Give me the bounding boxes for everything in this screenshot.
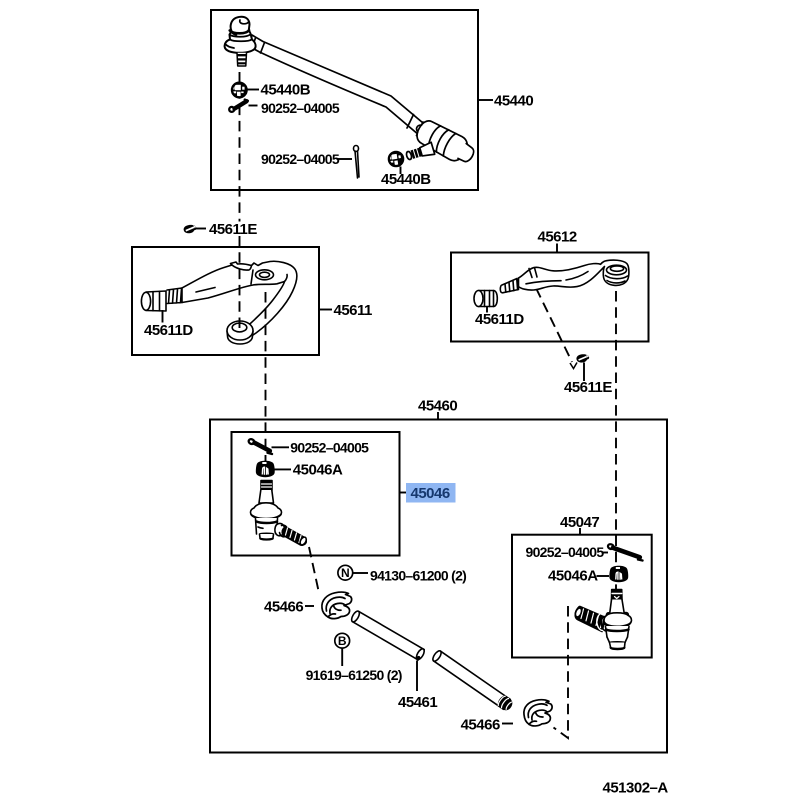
svg-text:90252–04005: 90252–04005 — [526, 544, 605, 560]
svg-text:90252–04005: 90252–04005 — [261, 151, 340, 167]
svg-text:90252–04005: 90252–04005 — [261, 100, 340, 116]
svg-text:45460: 45460 — [418, 398, 457, 415]
svg-text:45611D: 45611D — [475, 311, 524, 328]
svg-text:B: B — [338, 634, 347, 648]
svg-text:45611D: 45611D — [144, 322, 193, 339]
svg-text:45611: 45611 — [334, 302, 373, 319]
svg-text:45611E: 45611E — [564, 379, 612, 396]
svg-text:45611E: 45611E — [209, 221, 257, 238]
svg-text:45440B: 45440B — [381, 171, 431, 188]
svg-text:45046A: 45046A — [548, 568, 598, 585]
svg-text:45612: 45612 — [538, 229, 577, 246]
svg-text:90252–04005: 90252–04005 — [290, 440, 369, 456]
svg-text:45046: 45046 — [411, 485, 450, 502]
svg-text:451302–A: 451302–A — [603, 780, 669, 797]
svg-text:45440B: 45440B — [261, 82, 311, 99]
svg-text:94130–61200 (2): 94130–61200 (2) — [370, 568, 466, 584]
svg-text:N: N — [341, 566, 350, 580]
svg-text:45466: 45466 — [461, 717, 500, 734]
svg-text:91619–61250 (2): 91619–61250 (2) — [306, 667, 402, 683]
svg-text:45046A: 45046A — [293, 462, 343, 479]
svg-text:45047: 45047 — [560, 514, 599, 531]
svg-text:45466: 45466 — [264, 599, 303, 616]
svg-text:45440: 45440 — [494, 93, 533, 110]
svg-text:45461: 45461 — [398, 694, 437, 711]
